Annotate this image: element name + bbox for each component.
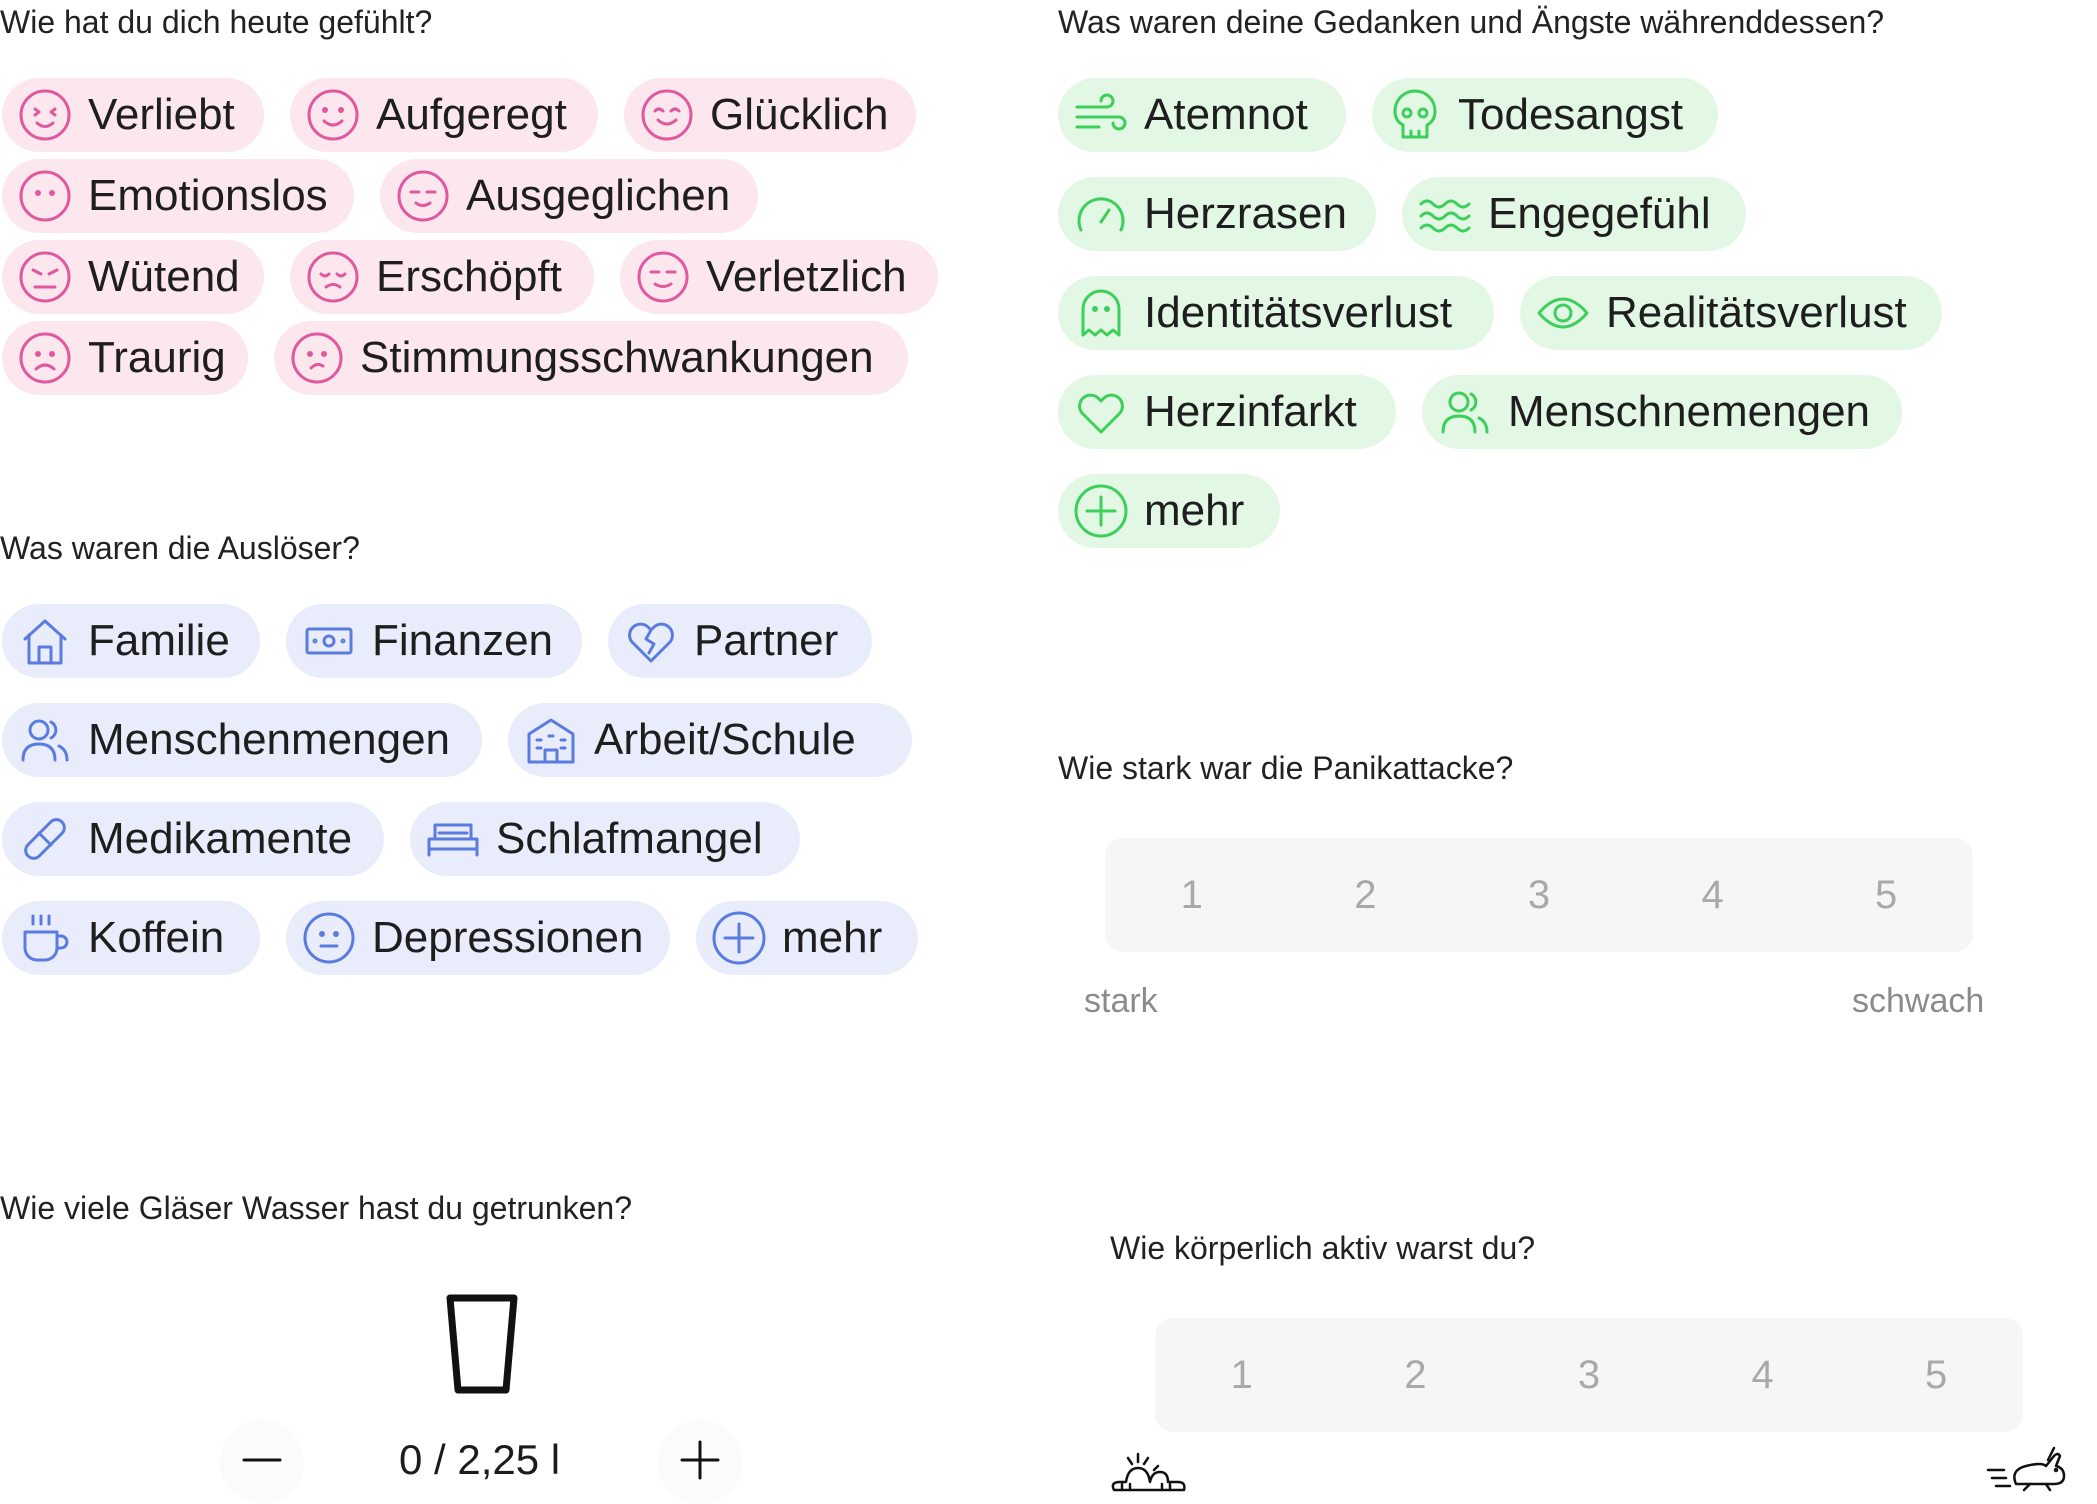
chip-finanzen[interactable]: Finanzen bbox=[286, 604, 582, 678]
waves-icon bbox=[1416, 185, 1474, 243]
people-icon bbox=[16, 711, 74, 769]
chip-herzinfarkt[interactable]: Herzinfarkt bbox=[1058, 375, 1396, 449]
chip-schlafmangel[interactable]: Schlafmangel bbox=[410, 802, 800, 876]
thoughts-chip-group: Atemnot Todesangst Herzrasen Engegefühl … bbox=[1058, 78, 1968, 573]
chip-verletzlich[interactable]: Verletzlich bbox=[620, 240, 938, 314]
speedometer-icon bbox=[1072, 185, 1130, 243]
chip-depressionen[interactable]: Depressionen bbox=[286, 901, 670, 975]
chip-identitaetsverlust[interactable]: Identitätsverlust bbox=[1058, 276, 1494, 350]
panic-low-label: stark bbox=[1084, 982, 1158, 1020]
face-vulnerable-icon bbox=[634, 248, 692, 306]
chip-koffein[interactable]: Koffein bbox=[2, 901, 260, 975]
thoughts-question: Was waren deine Gedanken und Ängste währ… bbox=[1058, 4, 1885, 40]
panic-scale: 1 2 3 4 5 bbox=[1105, 838, 1973, 952]
panic-option-4[interactable]: 4 bbox=[1701, 872, 1724, 917]
activity-option-5[interactable]: 5 bbox=[1925, 1352, 1948, 1397]
pill-icon bbox=[16, 810, 74, 868]
chip-emotionslos[interactable]: Emotionslos bbox=[2, 159, 354, 233]
face-angry-icon bbox=[16, 248, 74, 306]
activity-option-4[interactable]: 4 bbox=[1751, 1352, 1774, 1397]
plus-icon bbox=[680, 1440, 720, 1485]
skull-icon bbox=[1386, 86, 1444, 144]
chip-ausgeglichen[interactable]: Ausgeglichen bbox=[380, 159, 758, 233]
feelings-question: Wie hat du dich heute gefühlt? bbox=[0, 4, 433, 40]
broken-heart-icon bbox=[622, 612, 680, 670]
worm-icon bbox=[1108, 1440, 1194, 1496]
building-icon bbox=[522, 711, 580, 769]
chip-triggers-mehr[interactable]: mehr bbox=[696, 901, 918, 975]
plus-circle-icon bbox=[710, 909, 768, 967]
bed-icon bbox=[424, 810, 482, 868]
face-wink-icon bbox=[16, 86, 74, 144]
face-tired-icon bbox=[304, 248, 362, 306]
face-unsure-icon bbox=[288, 329, 346, 387]
chip-medikamente[interactable]: Medikamente bbox=[2, 802, 384, 876]
chip-todesangst[interactable]: Todesangst bbox=[1372, 78, 1718, 152]
banknote-icon bbox=[300, 612, 358, 670]
activity-option-1[interactable]: 1 bbox=[1230, 1352, 1253, 1397]
activity-option-2[interactable]: 2 bbox=[1404, 1352, 1427, 1397]
face-calm-icon bbox=[394, 167, 452, 225]
activity-scale: 1 2 3 4 5 bbox=[1155, 1318, 2023, 1432]
face-blank-icon bbox=[16, 167, 74, 225]
water-plus-button[interactable] bbox=[658, 1420, 742, 1504]
chip-partner[interactable]: Partner bbox=[608, 604, 872, 678]
chip-menschenmengen[interactable]: Menschenmengen bbox=[2, 703, 482, 777]
people-icon bbox=[1436, 383, 1494, 441]
heart-icon bbox=[1072, 383, 1130, 441]
panic-option-1[interactable]: 1 bbox=[1180, 872, 1203, 917]
chip-traurig[interactable]: Traurig bbox=[2, 321, 248, 395]
chip-familie[interactable]: Familie bbox=[2, 604, 260, 678]
feelings-chip-group: Verliebt Aufgeregt Glücklich Emotionslos… bbox=[2, 78, 964, 402]
rabbit-icon bbox=[1986, 1440, 2070, 1496]
chip-engegefuehl[interactable]: Engegefühl bbox=[1402, 177, 1746, 251]
activity-question: Wie körperlich aktiv warst du? bbox=[1110, 1230, 1536, 1266]
chip-gluecklich[interactable]: Glücklich bbox=[624, 78, 916, 152]
triggers-chip-group: Familie Finanzen Partner Menschenmengen … bbox=[2, 604, 944, 1000]
plus-circle-icon bbox=[1072, 482, 1130, 540]
face-happy-icon bbox=[638, 86, 696, 144]
chip-erschoepft[interactable]: Erschöpft bbox=[290, 240, 594, 314]
minus-icon bbox=[242, 1440, 282, 1485]
chip-aufgeregt[interactable]: Aufgeregt bbox=[290, 78, 598, 152]
water-minus-button[interactable] bbox=[220, 1420, 304, 1504]
face-neutral-icon bbox=[300, 909, 358, 967]
wind-icon bbox=[1072, 86, 1130, 144]
chip-arbeit-schule[interactable]: Arbeit/Schule bbox=[508, 703, 912, 777]
ghost-icon bbox=[1072, 284, 1130, 342]
chip-thoughts-mehr[interactable]: mehr bbox=[1058, 474, 1280, 548]
water-value: 0 / 2,25 l bbox=[399, 1436, 561, 1483]
eye-icon bbox=[1534, 284, 1592, 342]
face-sad-icon bbox=[16, 329, 74, 387]
glass-icon bbox=[446, 1294, 518, 1394]
panic-option-5[interactable]: 5 bbox=[1875, 872, 1898, 917]
panic-option-3[interactable]: 3 bbox=[1527, 872, 1551, 917]
panic-question: Wie stark war die Panikattacke? bbox=[1058, 750, 1514, 786]
panic-high-label: schwach bbox=[1852, 982, 1985, 1020]
panic-option-2[interactable]: 2 bbox=[1354, 872, 1377, 917]
face-smile-icon bbox=[304, 86, 362, 144]
activity-option-3[interactable]: 3 bbox=[1577, 1352, 1601, 1397]
triggers-question: Was waren die Auslöser? bbox=[0, 530, 360, 566]
chip-stimmungsschwankungen[interactable]: Stimmungsschwankungen bbox=[274, 321, 908, 395]
coffee-icon bbox=[16, 909, 74, 967]
chip-wuetend[interactable]: Wütend bbox=[2, 240, 264, 314]
chip-herzrasen[interactable]: Herzrasen bbox=[1058, 177, 1376, 251]
water-question: Wie viele Gläser Wasser hast du getrunke… bbox=[0, 1190, 632, 1226]
chip-atemnot[interactable]: Atemnot bbox=[1058, 78, 1346, 152]
home-icon bbox=[16, 612, 74, 670]
chip-menschnemengen[interactable]: Menschnemengen bbox=[1422, 375, 1902, 449]
chip-verliebt[interactable]: Verliebt bbox=[2, 78, 264, 152]
chip-realitaetsverlust[interactable]: Realitätsverlust bbox=[1520, 276, 1942, 350]
